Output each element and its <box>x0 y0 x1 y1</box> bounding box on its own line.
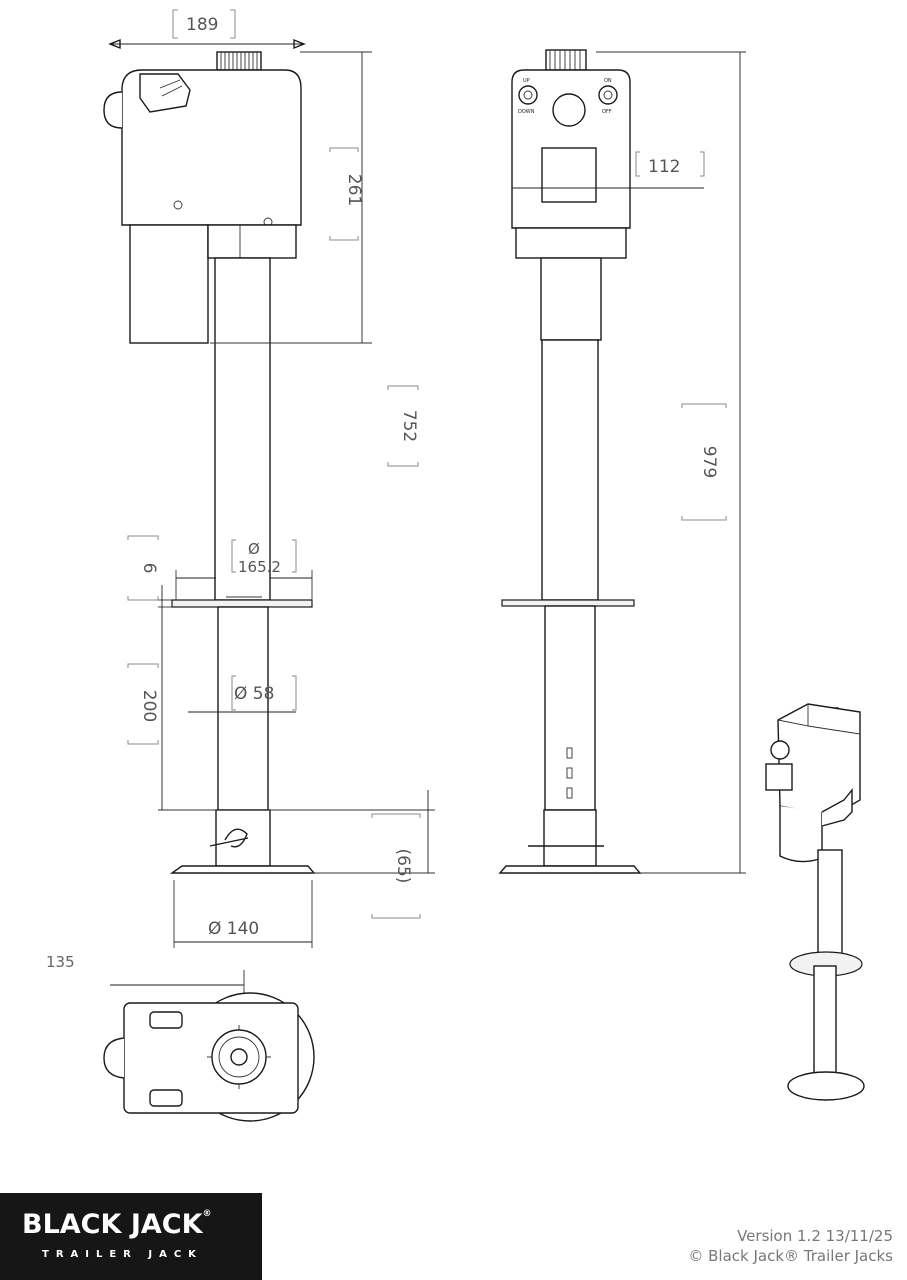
dim-752: 752 <box>399 410 419 442</box>
dim-foot-offset: (65) <box>393 849 413 884</box>
dim-inner-travel: 200 <box>139 690 159 722</box>
switch-label-up: UP <box>523 78 530 84</box>
dim-189: 189 <box>186 15 218 35</box>
brand-logo: BLACK JACK® TRAILER JACK <box>0 1193 262 1280</box>
dim-foot-dia: Ø 140 <box>208 919 259 939</box>
top-view <box>103 970 315 1122</box>
version-text: Version 1.2 13/11/25 <box>737 1227 893 1245</box>
copyright-text: © Black Jack® Trailer Jacks <box>688 1247 893 1265</box>
side-view <box>103 51 316 874</box>
logo-subtitle: TRAILER JACK <box>42 1249 203 1260</box>
switch-label-down: DOWN <box>518 109 535 115</box>
logo-wordmark: BLACK JACK® <box>22 1209 212 1240</box>
footer-info: Version 1.2 13/11/25 © Black Jack® Trail… <box>688 1226 893 1266</box>
dim-261: 261 <box>344 174 364 206</box>
dim-135-label: 135 <box>46 953 75 971</box>
perspective-view <box>765 703 865 1101</box>
dim-112: 112 <box>648 157 680 177</box>
dim-979: 979 <box>699 446 719 478</box>
switch-label-on: ON <box>604 78 612 84</box>
dim-flange-thk: 6 <box>139 563 159 574</box>
front-view-dimensions: 112 979 <box>512 51 746 874</box>
switch-label-off: OFF <box>602 109 612 115</box>
front-view: UP DOWN ON OFF <box>498 49 642 874</box>
dim-inner-dia: Ø 58 <box>234 684 274 704</box>
